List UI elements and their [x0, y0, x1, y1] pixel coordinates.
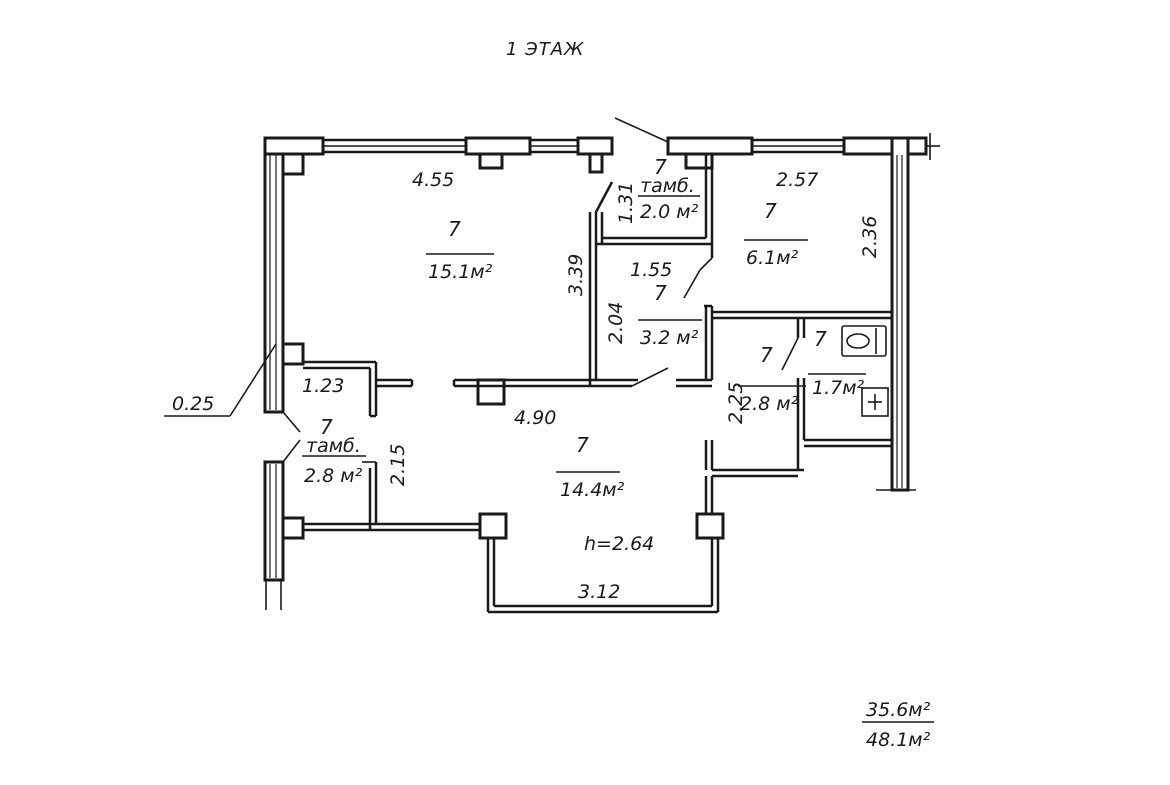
dim-bath-height: 2.25: [725, 382, 747, 424]
column-top-left: [281, 152, 305, 176]
dim-bottom-width: 3.12: [578, 581, 620, 603]
dim-left-niche-width: 1.23: [302, 375, 344, 397]
wall-top-corner: [263, 136, 325, 156]
column-top-right: [684, 152, 714, 170]
column-center: [476, 378, 506, 406]
dim-corridor-width: 1.55: [630, 259, 672, 281]
room-area: 1.7м²: [812, 377, 865, 399]
dim-corridor-height: 2.04: [605, 302, 627, 344]
dim-middle-width: 4.90: [514, 407, 556, 429]
room-main-bottom: 7 14.4м²: [556, 433, 625, 501]
wall-top-right: [666, 136, 754, 156]
dim-right-room-height: 2.36: [859, 216, 881, 258]
sink-icon: [861, 387, 889, 417]
wall-top-right-end: [842, 136, 928, 156]
column-bottom-left: [281, 516, 305, 540]
room-labels: 7 15.1м² 7 тамб. 2.0 м² 7 6.1м² 7 3.2 м²…: [302, 155, 866, 501]
dim-wall-thickness: 0.25: [172, 393, 214, 415]
room-vestibule-top: 7 тамб. 2.0 м²: [638, 155, 700, 223]
room-label: тамб.: [640, 175, 695, 197]
room-bath: 7 2.8 м²: [738, 343, 806, 415]
column-top-mid: [478, 152, 504, 170]
room-right-top: 7 6.1м²: [744, 199, 808, 269]
column-top-mid2: [588, 152, 604, 174]
area-totals: 35.6м² 48.1м²: [862, 699, 934, 751]
room-number: 7: [654, 155, 667, 179]
dim-left-vestibule-height: 2.15: [387, 444, 409, 486]
wall-top-pier: [464, 136, 532, 156]
floor-title: 1 ЭТАЖ: [506, 39, 584, 60]
dim-right-room-width: 2.57: [776, 169, 818, 191]
dim-vestibule-top-width: 1.31: [615, 182, 637, 224]
room-area: 14.4м²: [560, 479, 625, 501]
fixtures: [841, 325, 889, 417]
wall-top-pier2: [576, 136, 614, 156]
room-corridor: 7 3.2 м²: [638, 281, 702, 349]
total-area: 48.1м²: [866, 729, 931, 751]
columns: [281, 152, 725, 540]
room-area: 2.8 м²: [304, 465, 363, 487]
room-number: 7: [576, 433, 589, 457]
column-bottom-mid: [478, 512, 508, 540]
dim-top-left-width: 4.55: [412, 169, 454, 191]
wall-left-lower: [263, 460, 285, 582]
partitions: [303, 154, 892, 614]
total-living-area: 35.6м²: [866, 699, 931, 721]
room-label: тамб.: [306, 435, 361, 457]
dimension-labels: 4.55 1.31 2.57 2.36 3.39 1.55 2.04 1.23 …: [164, 169, 881, 603]
dim-ceiling-height: h=2.64: [584, 533, 654, 555]
toilet-icon: [841, 325, 887, 357]
room-number: 7: [760, 343, 773, 367]
room-number: 7: [448, 217, 461, 241]
room-area: 6.1м²: [746, 247, 799, 269]
wall-right: [890, 136, 910, 492]
room-area: 2.0 м²: [640, 201, 699, 223]
dim-main-room-height: 3.39: [565, 254, 587, 296]
room-vestibule-left: 7 тамб. 2.8 м²: [302, 415, 366, 487]
room-wc: 7 1.7м²: [808, 327, 866, 399]
room-main-left: 7 15.1м²: [426, 217, 494, 283]
room-number: 7: [814, 327, 827, 351]
column-bottom-right: [695, 512, 725, 540]
room-area: 2.8 м²: [740, 393, 799, 415]
room-number: 7: [654, 281, 667, 305]
room-area: 3.2 м²: [640, 327, 699, 349]
room-number: 7: [764, 199, 777, 223]
column-left-mid: [281, 342, 305, 366]
wall-left-upper: [263, 136, 285, 414]
room-area: 15.1м²: [428, 261, 493, 283]
room-number: 7: [320, 415, 333, 439]
